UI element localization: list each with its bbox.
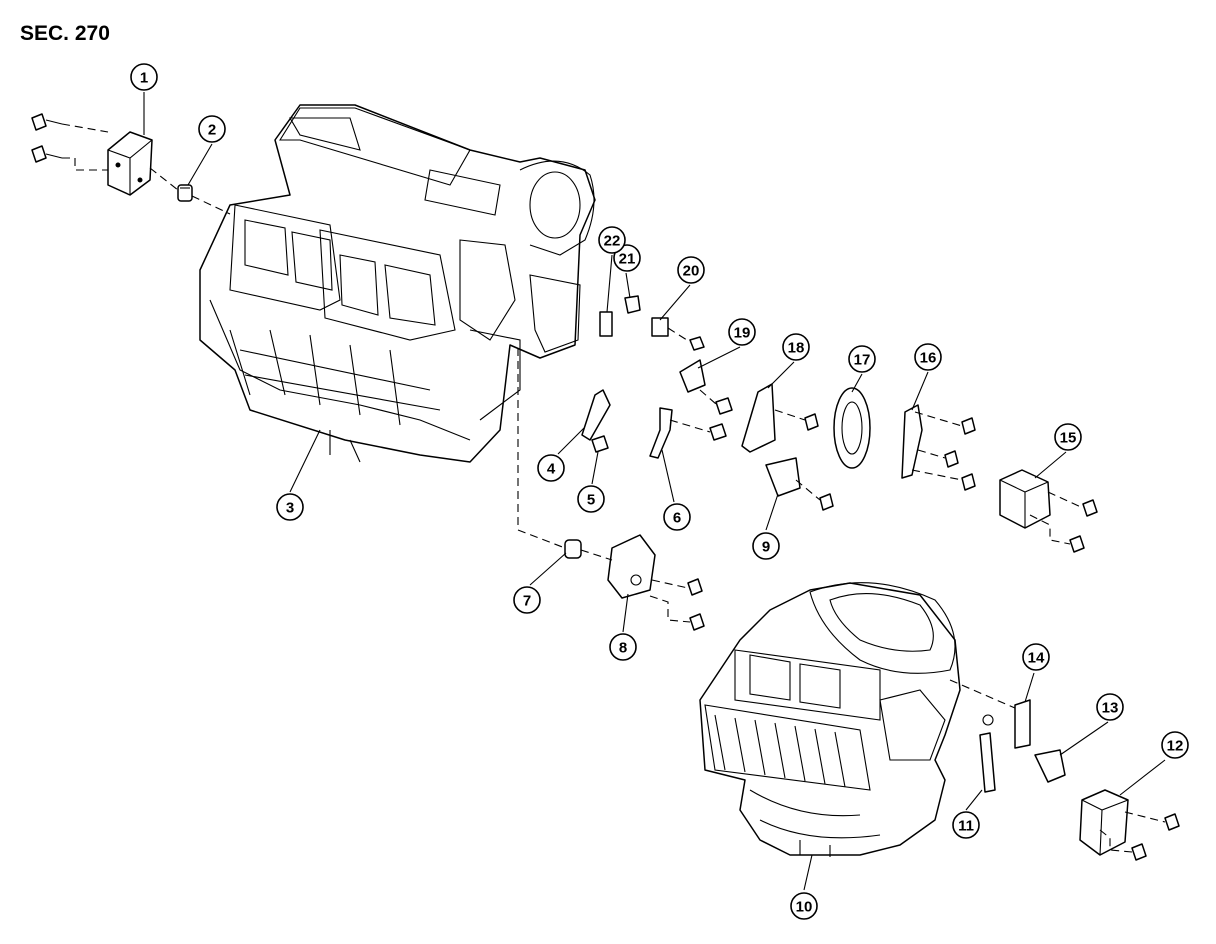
part-22-joint [599,311,613,337]
svg-text:5: 5 [587,492,595,509]
part-21-clip [624,295,641,314]
callout-7: 7 [513,586,541,614]
callout-15: 15 [1054,423,1082,451]
svg-text:21: 21 [619,251,636,268]
callout-1: 1 [130,63,158,91]
svg-text:1: 1 [140,70,148,87]
svg-text:16: 16 [920,350,937,367]
svg-text:14: 14 [1028,650,1045,667]
svg-text:9: 9 [762,539,770,556]
part-8-actuator [607,534,656,599]
svg-text:6: 6 [673,510,681,527]
svg-text:8: 8 [619,640,627,657]
part-4-lever [581,389,611,441]
callout-11: 11 [952,811,980,839]
callout-12: 12 [1161,731,1189,759]
part-6-lever [649,407,673,459]
part-17-gear [833,387,871,469]
callout-13: 13 [1096,693,1124,721]
callout-19: 19 [728,318,756,346]
callout-17: 17 [848,345,876,373]
part-16-lever [901,404,923,479]
svg-text:2: 2 [208,122,216,139]
part-12-actuator [1079,789,1129,856]
leader-lines [143,92,1166,891]
svg-text:12: 12 [1167,738,1184,755]
part-19-lever [679,359,706,393]
part-7-link [564,539,582,559]
svg-text:4: 4 [547,461,556,478]
part-20-clip [651,317,669,337]
callout-3: 3 [276,493,304,521]
assembly-lines [61,123,1166,853]
svg-text:20: 20 [683,263,700,280]
screws [687,336,1180,861]
svg-text:17: 17 [854,352,871,369]
part-1-screws [31,113,63,163]
callout-6: 6 [663,503,691,531]
callout-16: 16 [914,343,942,371]
callout-18: 18 [782,333,810,361]
part-15-actuator [999,469,1051,529]
callout-21: 21 [613,244,641,272]
part-9-link [765,457,801,497]
callout-2: 2 [198,115,226,143]
part-2-link [177,184,193,202]
callout-20: 20 [677,256,705,284]
svg-text:15: 15 [1060,430,1077,447]
svg-text:13: 13 [1102,700,1119,717]
callout-10: 10 [790,892,818,920]
callout-4: 4 [537,454,565,482]
callout-9: 9 [752,532,780,560]
callout-22: 22 [598,226,626,254]
part-18-lever [741,383,776,453]
svg-text:22: 22 [604,233,621,250]
blower-unit-body [699,582,961,857]
svg-text:11: 11 [958,818,974,835]
callout-14: 14 [1022,643,1050,671]
svg-text:18: 18 [788,340,805,357]
section-label: SEC. 270 [20,22,110,45]
part-14-link [1014,699,1031,749]
part-1-actuator [107,131,153,196]
part-11-lever [979,714,996,793]
callout-5: 5 [577,485,605,513]
svg-text:3: 3 [286,500,294,517]
heater-unit-body [199,104,596,463]
part-13-link [1034,749,1066,783]
svg-text:19: 19 [734,325,751,342]
part-5-joint [591,435,609,453]
svg-text:10: 10 [796,899,813,916]
callout-8: 8 [609,633,637,661]
svg-text:7: 7 [523,593,531,610]
